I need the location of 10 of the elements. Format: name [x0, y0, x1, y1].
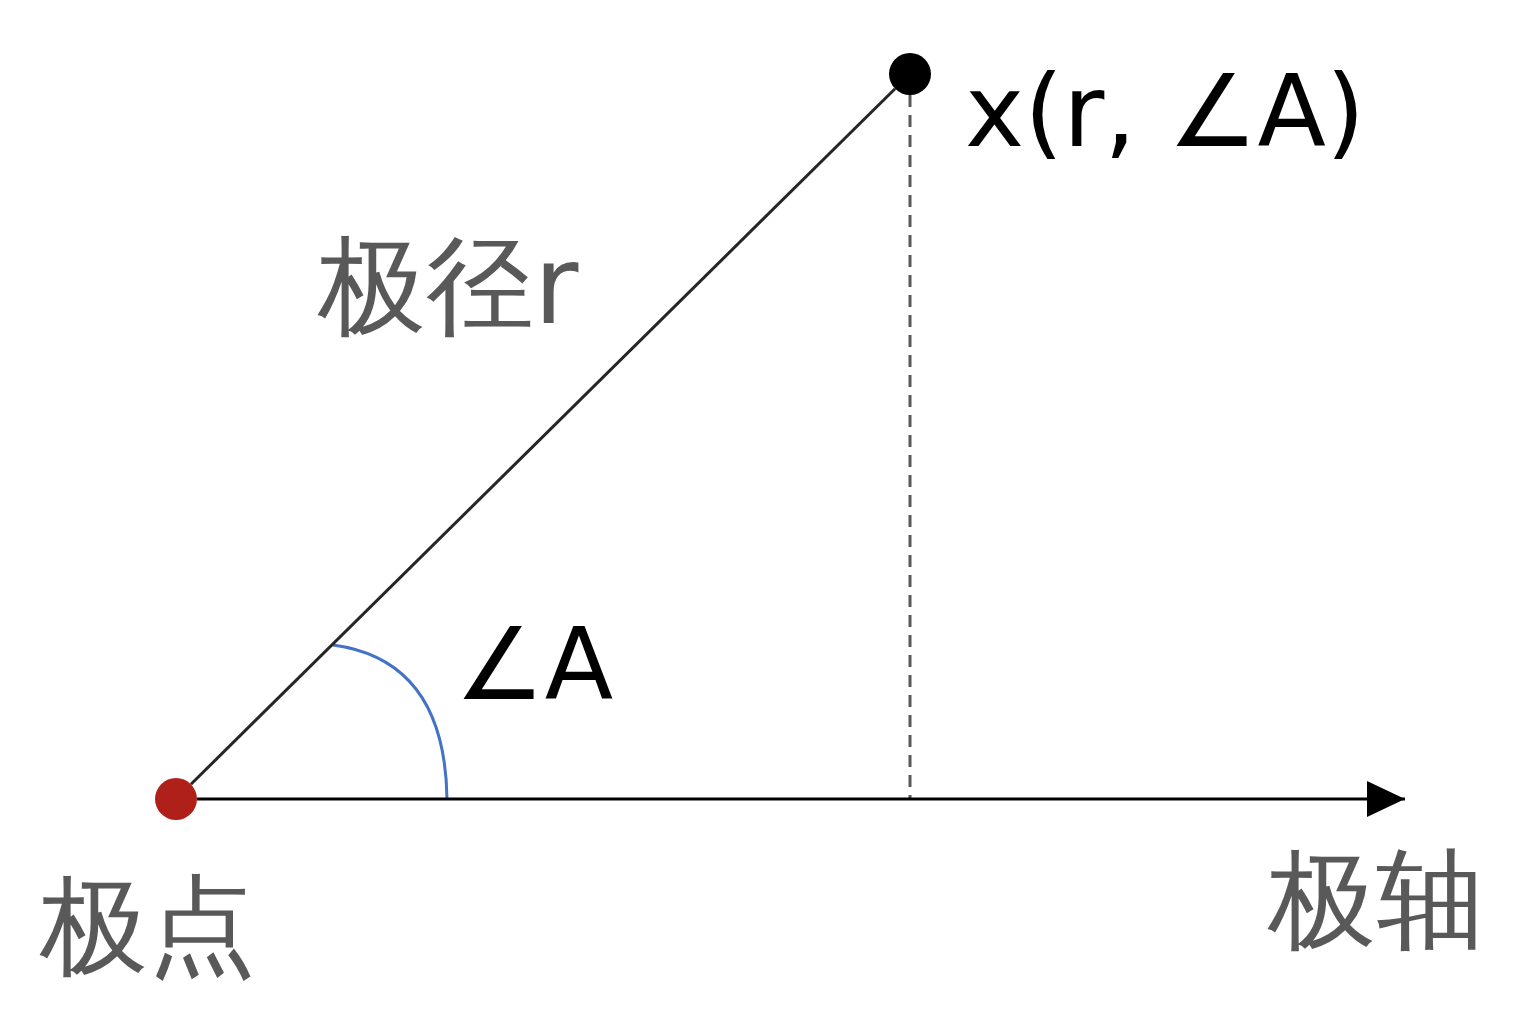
- pole-dot: [155, 778, 197, 820]
- pole-label: 极点: [40, 872, 256, 980]
- line: [189, 87, 897, 786]
- point-dot: [889, 53, 931, 95]
- edge-label: 极轴: [1268, 846, 1484, 954]
- point-label: x(r, ∠A): [965, 62, 1365, 162]
- edge-label: 极径r: [318, 232, 579, 340]
- axis-arrow: [197, 781, 1405, 817]
- dashed-line: [908, 95, 912, 800]
- angle-label: ∠A: [455, 615, 614, 715]
